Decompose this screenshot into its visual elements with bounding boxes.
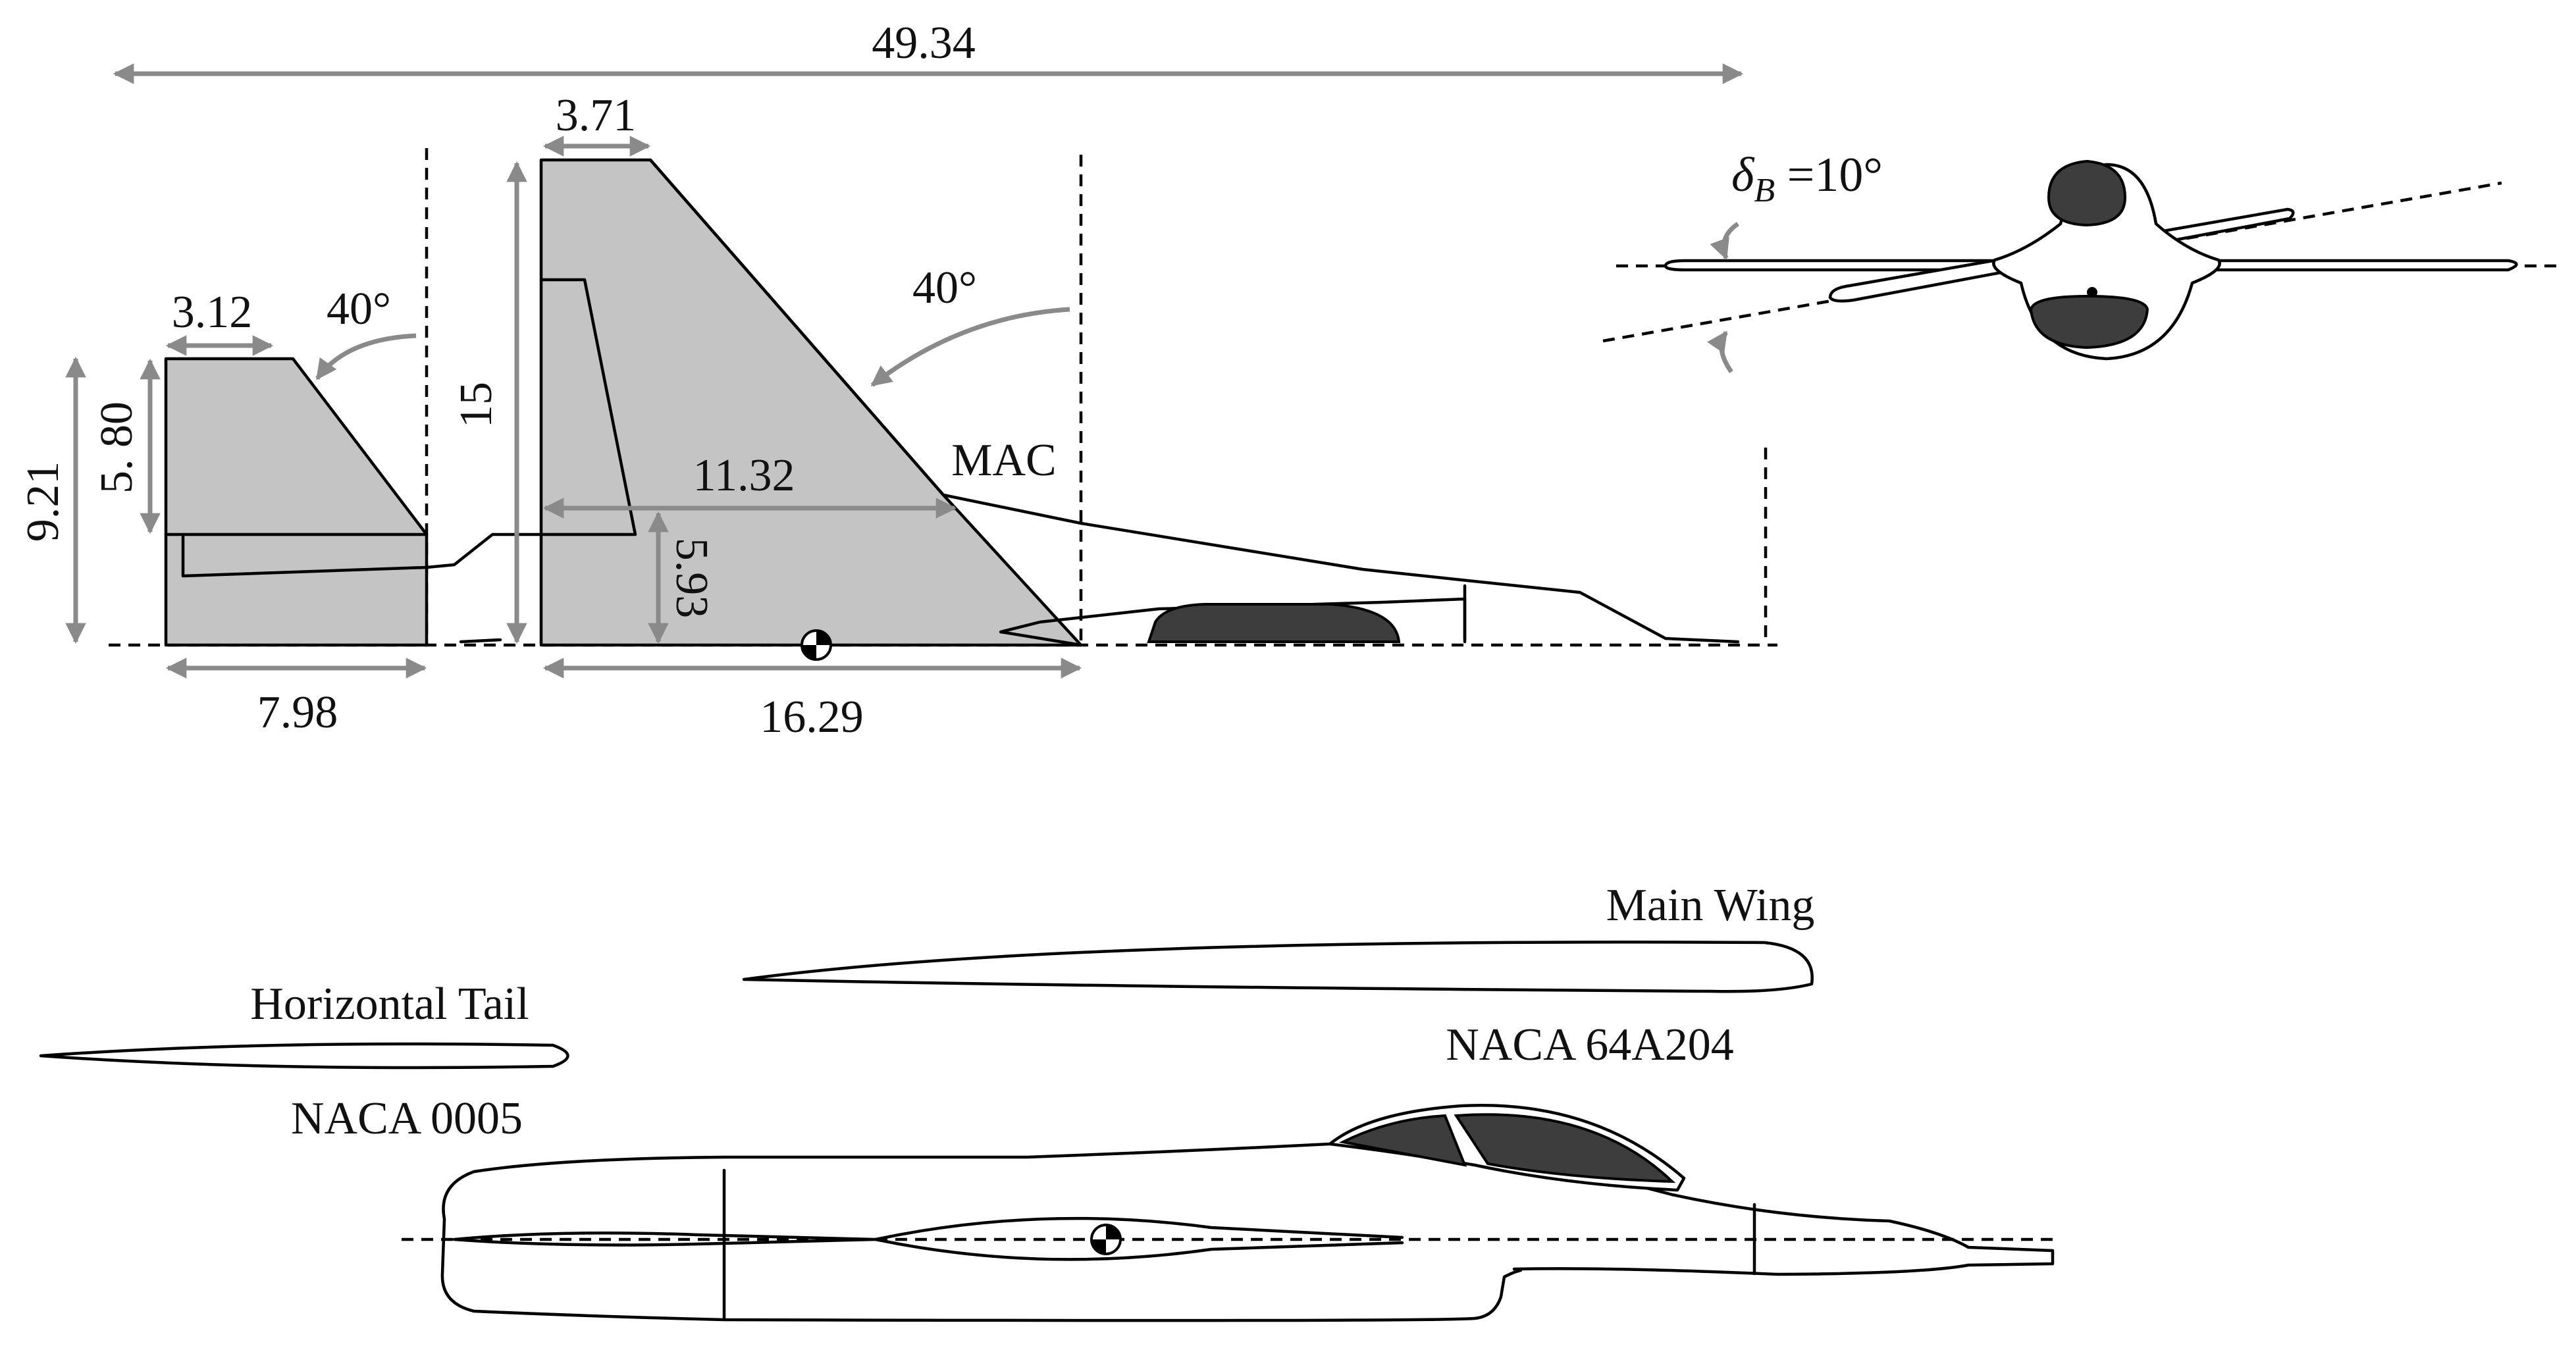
dihedral-symbol: δ [1731, 148, 1755, 202]
htail-sweep-label: 40° [327, 284, 391, 334]
mac-length-label: 11.32 [693, 450, 795, 501]
overall-length-label: 49.34 [872, 18, 976, 68]
main-wing-section-label: NACA 64A204 [1446, 1020, 1734, 1070]
side-canopy-rear [1454, 1113, 1676, 1183]
planform-canopy [1147, 603, 1401, 643]
wing-planform [539, 158, 1083, 647]
side-fuselage [440, 1141, 2055, 1322]
htail-label: Horizontal Tail [250, 979, 529, 1029]
htail-span-label: 9.21 [18, 461, 68, 542]
wing-sweep-label: 40° [912, 263, 977, 313]
front-cg-dot [2087, 287, 2097, 298]
dihedral-value: =10° [1775, 148, 1883, 202]
side-view [402, 1104, 2061, 1322]
htail-section-label: NACA 0005 [291, 1093, 523, 1144]
htail-airfoil [39, 1042, 569, 1070]
main-wing-label: Main Wing [1606, 880, 1815, 931]
side-wing-section [874, 1216, 1404, 1261]
htail-sweep-arrow [315, 333, 417, 380]
front-inlet [2029, 294, 2149, 350]
fuselage-planform-outline [425, 493, 1740, 647]
front-dihedral-arrow-lower [1707, 330, 1733, 374]
planform-view: 49.34 3.71 3.12 40° 40° 9.21 5. 80 15 11… [18, 18, 1777, 742]
dihedral-subscript: B [1754, 172, 1775, 209]
planform-cg-symbol [801, 629, 832, 661]
dihedral-label: δB =10° [1731, 148, 1883, 209]
wing-semispan-label: 15 [451, 382, 502, 428]
wing-tip-chord-label: 3.71 [556, 90, 637, 141]
wing-leading-edge-extension [648, 158, 945, 497]
wing-flap-outline [539, 278, 637, 536]
main-wing-airfoil [742, 941, 1814, 993]
htail-tip-chord-label: 3.12 [172, 287, 253, 338]
mac-station-label: 5.93 [666, 538, 717, 619]
wing-root-chord-label: 16.29 [760, 692, 864, 742]
side-htail-section [452, 1231, 878, 1247]
front-view: δB =10° [1602, 148, 2558, 374]
airfoil-sections: Main Wing NACA 64A204 Horizontal Tail NA… [39, 880, 1815, 1144]
side-cg-symbol [1090, 1224, 1122, 1255]
wing-sweep-arrow [870, 307, 1070, 387]
side-canopy-front [1338, 1114, 1467, 1167]
front-canopy [2047, 159, 2127, 227]
htail-planform [164, 357, 429, 647]
front-dihedral-arrow-upper [1710, 222, 1740, 260]
htail-root-chord-label: 7.98 [257, 687, 338, 738]
mac-label: MAC [951, 435, 1056, 486]
htail-fairing [181, 532, 429, 578]
htail-exposed-span-label: 5. 80 [92, 402, 142, 494]
